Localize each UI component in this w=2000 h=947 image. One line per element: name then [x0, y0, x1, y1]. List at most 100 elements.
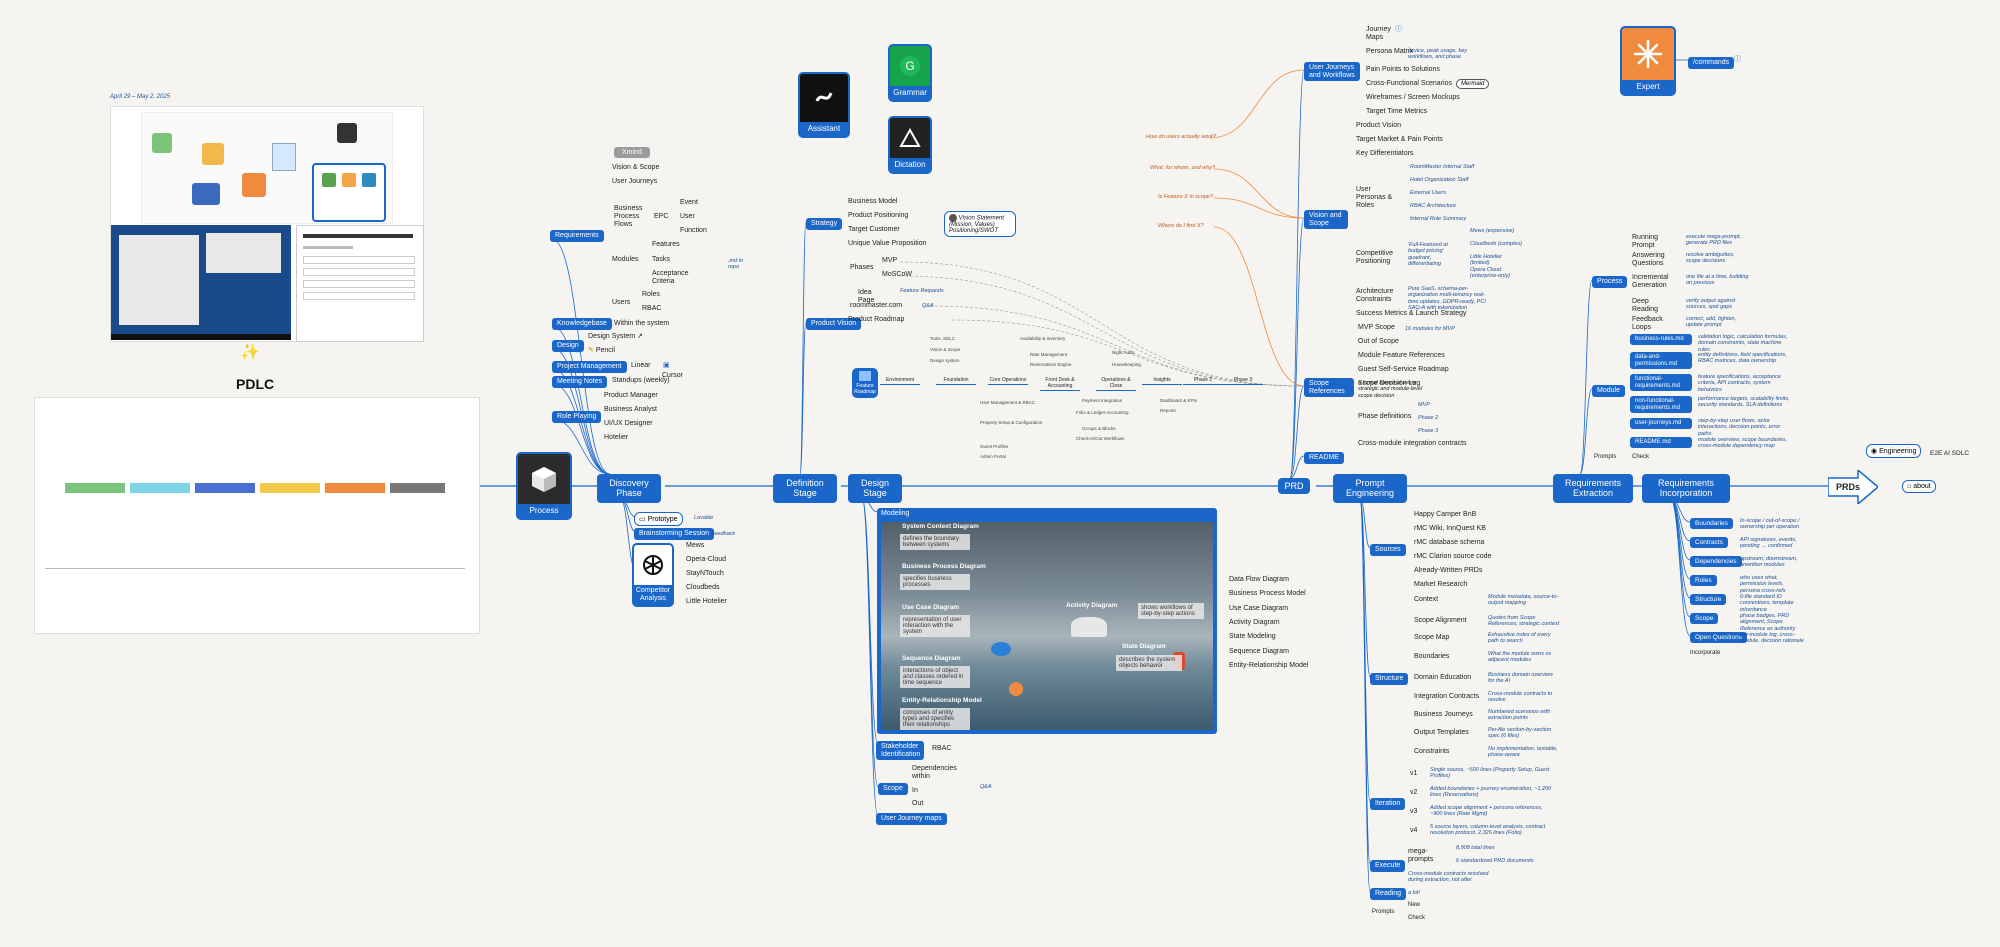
sources-node[interactable]: Sources: [1370, 544, 1406, 556]
model-list-item[interactable]: Activity Diagram: [1229, 618, 1280, 626]
model-list-item[interactable]: State Modeling: [1229, 633, 1276, 641]
meeting-notes-node[interactable]: Meeting Notes: [552, 376, 608, 388]
structure-key[interactable]: Output Templates: [1414, 729, 1469, 736]
module-file-node[interactable]: data-and-permissions.md: [1630, 352, 1692, 370]
users-item[interactable]: Users: [612, 299, 631, 306]
reading-node[interactable]: Reading: [1370, 888, 1407, 900]
roadmap-stage[interactable]: Operations & Close: [1096, 377, 1136, 391]
execute-node[interactable]: Execute: [1370, 860, 1406, 872]
roadmap-stage[interactable]: Insights: [1142, 377, 1182, 385]
module-file-node[interactable]: functional-requirements.md: [1630, 374, 1692, 392]
prd-node[interactable]: PRD: [1278, 478, 1310, 495]
requirements-incorporation-node[interactable]: Requirements Incorporation: [1642, 474, 1730, 503]
pencil-item[interactable]: ✎ Pencil: [588, 347, 615, 355]
module-file-node[interactable]: README.md: [1630, 437, 1692, 448]
xmind-node[interactable]: Xmind: [614, 147, 650, 158]
incorporation-node[interactable]: Open Questions: [1690, 632, 1747, 644]
business-process-flows-item[interactable]: Business Process Flows: [614, 205, 643, 229]
incorporation-node[interactable]: Boundaries: [1690, 518, 1733, 530]
scope-reference-item[interactable]: Cross-module integration contracts: [1358, 440, 1467, 447]
structure-key[interactable]: Domain Education: [1414, 674, 1472, 681]
iteration-key[interactable]: v2: [1410, 789, 1418, 796]
process-key[interactable]: Answering Questions: [1632, 252, 1665, 268]
vision-scope-item[interactable]: User Personas & Roles: [1356, 186, 1393, 210]
iteration-key[interactable]: v4: [1410, 827, 1418, 834]
structure-key[interactable]: Business Journeys: [1414, 711, 1473, 718]
definition-stage-node[interactable]: Definition Stage: [773, 474, 837, 503]
process-key[interactable]: Incremental Generation: [1632, 274, 1669, 290]
feature-roadmap-tile[interactable]: Feature Roadmap: [852, 368, 878, 398]
structure-key[interactable]: Scope Alignment: [1414, 617, 1467, 624]
vision-scope-item[interactable]: Product Vision: [1356, 122, 1402, 129]
roadmap-stage[interactable]: Front Desk & Accounting: [1040, 377, 1080, 391]
strategy-node[interactable]: Strategy: [806, 218, 843, 230]
brainstorming-node[interactable]: Brainstorming Session: [634, 528, 715, 540]
scope-node[interactable]: Scope: [878, 783, 908, 795]
uj-item[interactable]: Pain Points to Solutions: [1366, 66, 1440, 73]
grammar-tile[interactable]: G Grammar: [888, 44, 932, 102]
structure-node[interactable]: Structure: [1370, 673, 1409, 685]
engineering-node[interactable]: ◉ Engineering: [1866, 444, 1922, 458]
iteration-key[interactable]: v3: [1410, 808, 1418, 815]
vision-scope-item[interactable]: Competitive Positioning: [1356, 250, 1393, 266]
dictation-tile[interactable]: Dictation: [888, 116, 932, 174]
uj-item[interactable]: Cross-Functional Scenarios: [1366, 80, 1452, 87]
requirements-extraction-node[interactable]: Requirements Extraction: [1553, 474, 1633, 503]
design-stage-node[interactable]: Design Stage: [848, 474, 902, 503]
module-file-node[interactable]: user-journeys.md: [1630, 418, 1692, 429]
scope-reference-item[interactable]: Guest Self-Service Roadmap: [1358, 366, 1449, 373]
phases-item[interactable]: Phases: [850, 264, 874, 271]
commands-node[interactable]: /commands: [1688, 57, 1735, 69]
extract-prompts[interactable]: Prompts: [1594, 454, 1617, 460]
model-list-item[interactable]: Data Flow Diagram: [1229, 576, 1289, 583]
product-roadmap-item[interactable]: Product Roadmap: [848, 316, 905, 323]
process-node[interactable]: Process: [516, 452, 572, 520]
stakeholder-node[interactable]: Stakeholder Identification: [876, 741, 924, 761]
vision-scope-item[interactable]: Architecture Constraints: [1356, 288, 1394, 304]
model-list-item[interactable]: Use Case Diagram: [1229, 604, 1289, 612]
structure-key[interactable]: Integration Contracts: [1414, 693, 1479, 700]
incorporation-node[interactable]: Roles: [1690, 575, 1717, 587]
uj-item[interactable]: Wireframes / Screen Mockups: [1366, 94, 1460, 101]
roadmap-stage[interactable]: Phase 2: [1183, 377, 1223, 385]
scope-reference-item[interactable]: MVP Scope: [1358, 324, 1395, 331]
module-file-node[interactable]: non-functional-requirements.md: [1630, 396, 1692, 414]
scope-reference-item[interactable]: Out of Scope: [1358, 338, 1399, 345]
structure-key[interactable]: Boundaries: [1414, 653, 1450, 660]
knowledgebase-node[interactable]: Knowledgebase: [552, 318, 612, 330]
incorporation-node[interactable]: Structure: [1690, 594, 1727, 606]
design-system-item[interactable]: Design System ↗: [588, 333, 643, 341]
vision-statement-box[interactable]: Vision Statement (Mission, Values) Posit…: [944, 211, 1016, 237]
vision-scope-item[interactable]: Vision & Scope: [612, 164, 660, 171]
scope-reference-item[interactable]: Scope Decision Log: [1358, 380, 1421, 387]
prompts-item[interactable]: Prompts: [1372, 909, 1395, 915]
role-playing-node[interactable]: Role Playing: [552, 411, 602, 423]
model-list-item[interactable]: Business Process Model: [1229, 590, 1306, 598]
process-key[interactable]: Running Prompt: [1632, 234, 1659, 250]
discovery-phase-node[interactable]: Discovery Phase: [597, 474, 661, 503]
structure-key[interactable]: Constraints: [1414, 748, 1450, 755]
assistant-tile[interactable]: Assistant: [798, 72, 850, 138]
incorporation-node[interactable]: Scope: [1690, 613, 1719, 625]
vision-and-scope-node[interactable]: Vision and Scope: [1304, 210, 1348, 230]
uj-item[interactable]: Persona Matrix: [1366, 48, 1414, 55]
project-management-node[interactable]: Project Management: [552, 361, 627, 373]
cursor-item[interactable]: Cursor: [662, 372, 684, 379]
about-node[interactable]: ⌂ about: [1902, 480, 1936, 493]
roadmap-stage[interactable]: Foundation: [936, 377, 976, 385]
structure-key[interactable]: Scope Map: [1414, 634, 1450, 641]
extract-process-node[interactable]: Process: [1592, 276, 1628, 288]
modules-item[interactable]: Modules: [612, 256, 639, 263]
module-file-node[interactable]: business-rules.md: [1630, 334, 1692, 345]
roommaster-item[interactable]: roommaster.com: [850, 302, 903, 309]
extract-module-node[interactable]: Module: [1592, 385, 1625, 397]
iteration-node[interactable]: Iteration: [1370, 798, 1406, 810]
roadmap-stage[interactable]: Environment: [880, 377, 920, 385]
scope-reference-item[interactable]: Phase definitions: [1358, 413, 1412, 420]
incorporation-node[interactable]: Contracts: [1690, 537, 1728, 549]
mermaid-pill[interactable]: Mermaid: [1456, 79, 1490, 89]
competitor-analysis-tile[interactable]: Competitor Analysis: [632, 543, 674, 607]
epc-item[interactable]: EPC: [654, 213, 669, 220]
uj-item[interactable]: Journey Maps: [1366, 26, 1391, 42]
user-journey-maps-node[interactable]: User Journey maps: [876, 813, 947, 825]
